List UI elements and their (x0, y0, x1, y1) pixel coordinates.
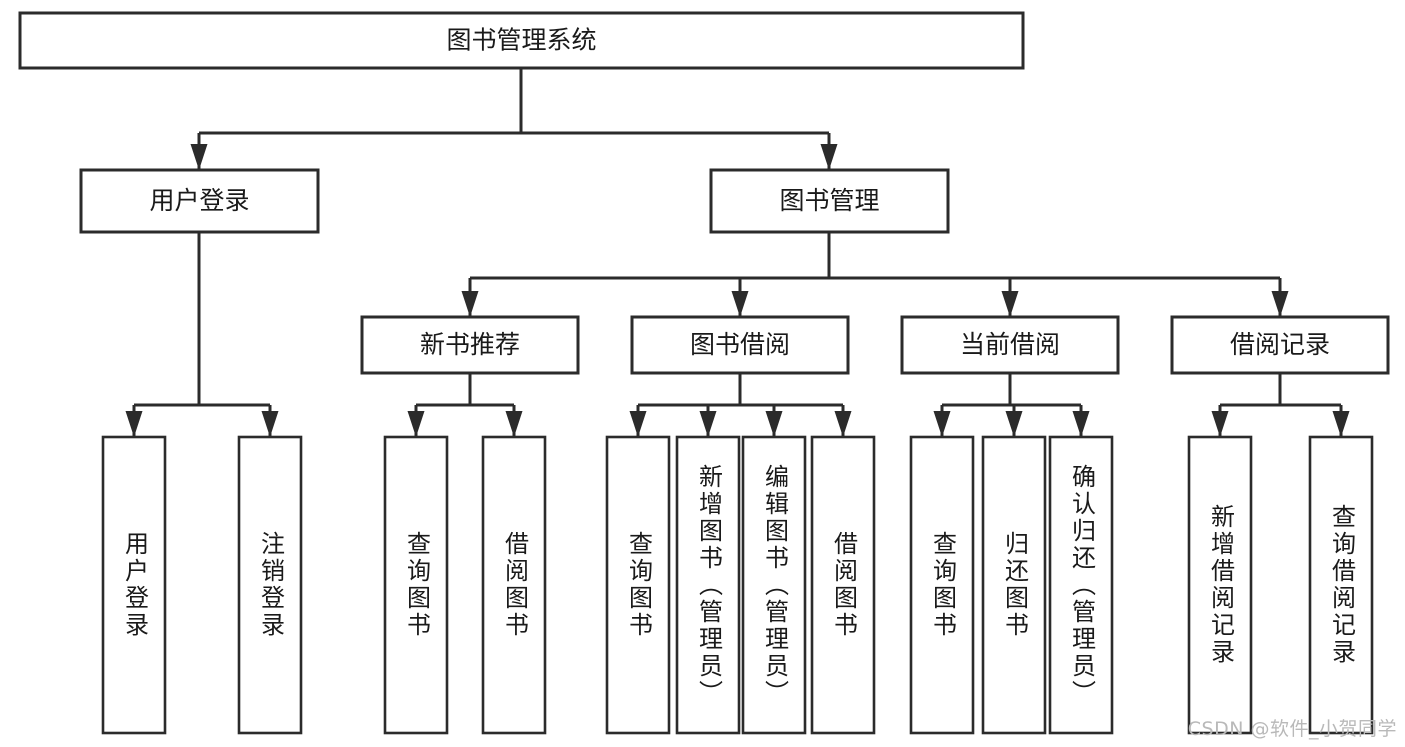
arrow-head-icon (1072, 411, 1090, 437)
node-box-level3-2[interactable] (900, 315, 1120, 375)
node-label-level3-0: 新书推荐 (420, 330, 520, 359)
node-box-level3-3[interactable] (1170, 315, 1390, 375)
csdn-watermark: CSDN @软件_小贺同学 (1187, 718, 1397, 740)
node-label-level3-2: 当前借阅 (960, 330, 1060, 359)
node-box-leaf-10[interactable] (1048, 435, 1114, 735)
node-label-level2-0: 用户登录 (149, 186, 249, 215)
arrow-head-icon (629, 411, 647, 437)
node-box-level3-0[interactable] (360, 315, 580, 375)
node-box-leaf-7[interactable] (810, 435, 876, 735)
node-label-root: 图书管理系统 (446, 26, 596, 55)
arrow-head-icon (190, 144, 208, 170)
arrow-head-icon (461, 291, 479, 317)
node-box-leaf-12[interactable] (1308, 435, 1374, 735)
arrow-head-icon (765, 411, 783, 437)
node-box-leaf-4[interactable] (605, 435, 671, 735)
node-label-level3-3: 借阅记录 (1230, 330, 1330, 359)
arrow-head-icon (407, 411, 425, 437)
arrow-head-icon (1332, 411, 1350, 437)
node-box-level3-1[interactable] (630, 315, 850, 375)
arrow-head-icon (1211, 411, 1229, 437)
arrow-head-icon (731, 291, 749, 317)
arrow-head-icon (834, 411, 852, 437)
arrow-head-icon (125, 411, 143, 437)
node-label-level2-1: 图书管理 (779, 186, 879, 215)
node-box-level2-0[interactable] (79, 168, 320, 234)
node-box-leaf-8[interactable] (909, 435, 975, 735)
edges-layer (125, 68, 1350, 437)
node-box-leaf-9[interactable] (981, 435, 1047, 735)
arrow-head-icon (1271, 291, 1289, 317)
arrow-head-icon (699, 411, 717, 437)
node-box-leaf-11[interactable] (1187, 435, 1253, 735)
node-box-level2-1[interactable] (709, 168, 950, 234)
arrow-head-icon (933, 411, 951, 437)
node-box-leaf-1[interactable] (237, 435, 303, 735)
node-box-leaf-5[interactable] (675, 435, 741, 735)
arrow-head-icon (1001, 291, 1019, 317)
arrow-head-icon (1005, 411, 1023, 437)
arrow-head-icon (261, 411, 279, 437)
node-box-root[interactable] (18, 11, 1025, 70)
node-box-leaf-3[interactable] (481, 435, 547, 735)
node-box-leaf-2[interactable] (383, 435, 449, 735)
arrow-head-icon (820, 144, 838, 170)
node-box-leaf-0[interactable] (101, 435, 167, 735)
arrow-head-icon (505, 411, 523, 437)
node-box-leaf-6[interactable] (741, 435, 807, 735)
node-label-level3-1: 图书借阅 (690, 330, 790, 359)
